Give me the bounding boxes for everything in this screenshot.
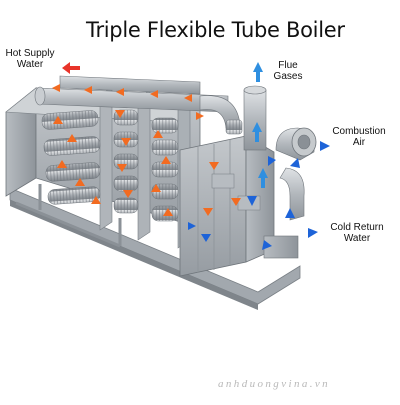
arrow-icon bbox=[201, 234, 211, 242]
hot-supply-water-line2: Water bbox=[16, 59, 44, 70]
cold-return-water-line1: Cold Return bbox=[330, 222, 384, 233]
arrow-icon bbox=[258, 168, 268, 188]
arrow-icon bbox=[290, 158, 300, 168]
hot-flow-arrows bbox=[52, 84, 241, 216]
arrow-icon bbox=[121, 138, 131, 146]
arrow-icon bbox=[115, 110, 125, 118]
arrow-icon bbox=[84, 86, 92, 94]
combustion-air-line1: Combustion bbox=[332, 126, 386, 137]
arrow-icon bbox=[57, 160, 67, 168]
skid-frame bbox=[9, 184, 301, 310]
arrow-icon bbox=[188, 222, 196, 230]
cold-return-water-line2: Water bbox=[343, 233, 371, 244]
arrow-icon bbox=[67, 134, 77, 142]
arrow-icon bbox=[184, 94, 192, 102]
flue-gases-label: Flue Gases bbox=[268, 60, 308, 82]
elbow-duct bbox=[199, 95, 243, 135]
diagram-title: Triple Flexible Tube Boiler bbox=[86, 18, 345, 42]
supply-header-duct bbox=[34, 75, 229, 113]
hot-supply-water-label: Hot Supply Water bbox=[2, 48, 58, 70]
arrow-icon bbox=[117, 164, 127, 172]
arrow-icon bbox=[320, 141, 330, 151]
arrow-icon bbox=[151, 184, 161, 192]
watermark: anhduongvina.vn bbox=[218, 378, 331, 390]
arrow-icon bbox=[209, 162, 219, 170]
arrow-icon bbox=[153, 130, 163, 138]
arrow-icon bbox=[262, 240, 272, 250]
arrow-icon bbox=[285, 208, 295, 218]
flue-stack bbox=[243, 85, 267, 151]
flue-arrows bbox=[252, 62, 268, 188]
combustion-air-line2: Air bbox=[352, 137, 366, 148]
arrow-icon bbox=[62, 62, 80, 74]
burner-fan-icon bbox=[263, 127, 317, 259]
flue-gases-line1: Flue bbox=[278, 60, 298, 71]
cold-flow-arrows bbox=[188, 141, 330, 250]
coil-tube-icon bbox=[41, 110, 101, 205]
arrow-icon bbox=[203, 208, 213, 216]
arrow-icon bbox=[116, 88, 124, 96]
arrow-icon bbox=[252, 122, 262, 142]
flue-gases-line2: Gases bbox=[273, 71, 303, 82]
arrow-icon bbox=[247, 196, 257, 206]
arrow-icon bbox=[75, 178, 85, 186]
arrow-icon bbox=[91, 196, 101, 204]
cold-return-water-label: Cold Return Water bbox=[324, 222, 390, 244]
arrow-icon bbox=[150, 90, 158, 98]
arrow-icon bbox=[123, 190, 133, 198]
hot-supply-arrow bbox=[62, 62, 80, 74]
arrow-icon bbox=[52, 84, 60, 92]
combustion-air-label: Combustion Air bbox=[328, 126, 390, 148]
arrow-icon bbox=[163, 208, 173, 216]
arrow-icon bbox=[308, 228, 318, 238]
arrow-icon bbox=[231, 198, 241, 206]
arrow-icon bbox=[196, 112, 204, 120]
arrow-icon bbox=[161, 156, 171, 164]
combustion-chamber bbox=[179, 135, 275, 277]
hot-supply-water-line1: Hot Supply bbox=[5, 48, 55, 59]
arrow-icon bbox=[268, 156, 276, 166]
arrow-icon bbox=[53, 116, 63, 124]
arrow-icon bbox=[253, 62, 263, 82]
